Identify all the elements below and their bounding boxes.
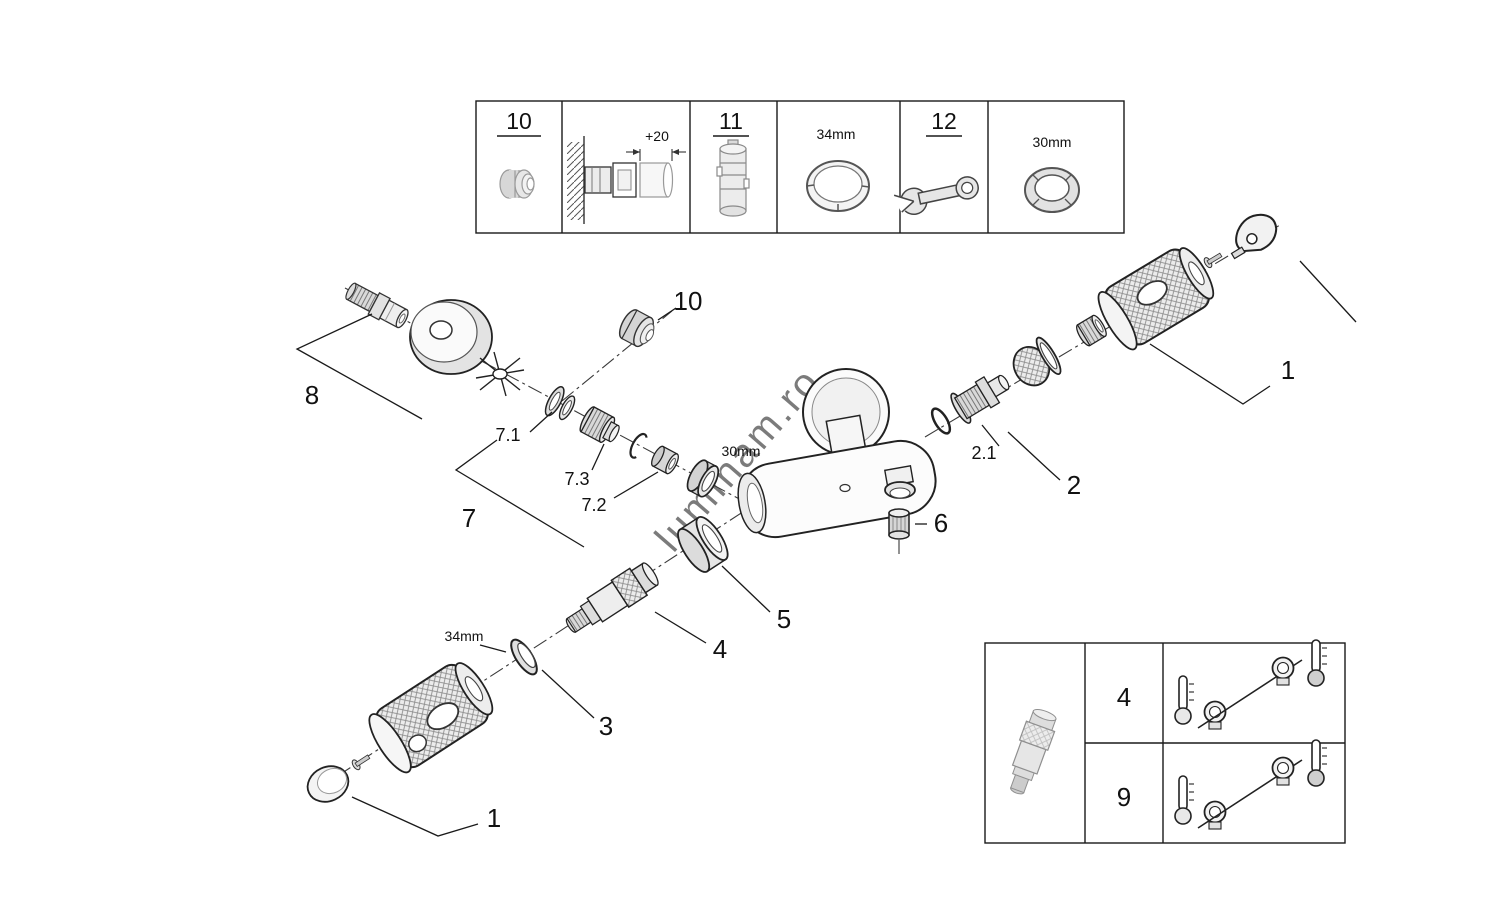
mixer-body xyxy=(737,368,937,539)
label-part-7-1: 7.1 xyxy=(495,425,520,445)
thermometer-cold-icon xyxy=(1174,675,1194,725)
strainer xyxy=(1012,336,1062,387)
label-part-3: 3 xyxy=(599,711,613,741)
screw-high-icon xyxy=(1271,656,1295,686)
thermometer-cold-icon xyxy=(1174,775,1194,825)
part-4-cartridge xyxy=(565,562,659,633)
part-7-1-washers xyxy=(544,386,576,421)
part-10-thumbnail xyxy=(499,169,535,199)
part-6-fitting xyxy=(888,508,910,540)
screw-low-icon xyxy=(1203,700,1227,730)
connector-right xyxy=(1075,314,1107,347)
part-1-sleeve-right xyxy=(1097,247,1215,351)
adjustment-row-1-icons xyxy=(1174,639,1327,730)
cap xyxy=(306,765,350,803)
part-11-thumbnail xyxy=(716,139,750,217)
thermometer-hot-icon xyxy=(1307,739,1327,787)
label-part-7-3: 7.3 xyxy=(564,469,589,489)
extension-20mm-diagram xyxy=(567,136,686,224)
part-7-2-aerator xyxy=(651,445,679,475)
label-part-1-right: 1 xyxy=(1281,355,1295,385)
label-part-7-2: 7.2 xyxy=(581,495,606,515)
label-part-7: 7 xyxy=(462,503,476,533)
part-2-1-check-valve xyxy=(950,374,1010,424)
label-part-5: 5 xyxy=(777,604,791,634)
label-part-4: 4 xyxy=(713,634,727,664)
label-part-2-1: 2.1 xyxy=(971,443,996,463)
part-1-sleeve-bottom xyxy=(368,662,494,774)
label-part-8: 8 xyxy=(305,380,319,410)
adjustment-row-2-icons xyxy=(1174,739,1327,830)
ring-34mm-thumbnail xyxy=(806,160,870,212)
label-dim-34mm: 34mm xyxy=(445,628,484,644)
key-tool xyxy=(1230,213,1278,260)
screw-right xyxy=(1203,252,1223,269)
nut-dim-label: 30mm xyxy=(1033,134,1072,150)
panel-item-10-label: 10 xyxy=(506,108,532,134)
wrench-icon xyxy=(891,176,979,216)
nut-30mm-thumbnail xyxy=(1024,167,1080,213)
panel-item-12-label: 12 xyxy=(931,108,957,134)
nut-30mm-part xyxy=(686,459,720,498)
ring-dim-label: 34mm xyxy=(817,126,856,142)
screw-bottom xyxy=(351,754,371,771)
screw-high-icon xyxy=(1271,756,1295,786)
label-dim-30mm: 30mm xyxy=(722,443,761,459)
star-seal xyxy=(475,351,525,397)
c-clip xyxy=(629,432,648,459)
label-part-2: 2 xyxy=(1067,470,1081,500)
thermometer-hot-icon xyxy=(1307,639,1327,687)
escutcheon-rosette xyxy=(409,299,493,375)
part-7-3-adapter xyxy=(579,406,620,443)
callout-lines xyxy=(295,260,1357,837)
part-3-ring xyxy=(510,638,538,676)
label-part-1-bottom: 1 xyxy=(487,803,501,833)
panel-item-11-label: 11 xyxy=(719,108,743,134)
label-part-10: 10 xyxy=(674,286,703,316)
o-ring xyxy=(930,407,952,435)
screw-low-icon xyxy=(1203,800,1227,830)
part-8-fitting xyxy=(345,282,409,329)
adjustment-row-1-label: 4 xyxy=(1117,682,1131,712)
cartridge-thumbnail xyxy=(1010,708,1057,795)
part-10 xyxy=(618,309,655,348)
label-part-6: 6 xyxy=(934,508,948,538)
extension-dim-label: +20 xyxy=(645,128,669,144)
part-5-collar xyxy=(677,516,729,573)
adjustment-row-2-label: 9 xyxy=(1117,782,1131,812)
